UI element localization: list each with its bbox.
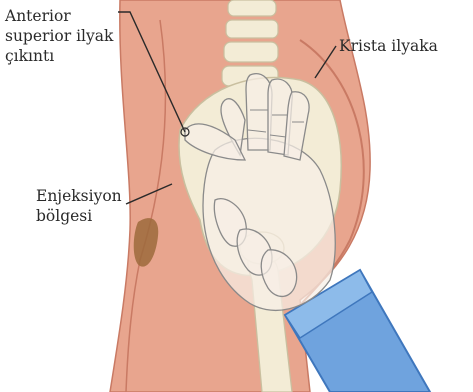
label-iliac-crest: Krista ilyaka [339, 36, 438, 56]
label-injection-site: Enjeksiyon bölgesi [36, 186, 122, 226]
label-anterior-superior-iliac-spine: Anterior superior ilyak çıkıntı [5, 6, 113, 66]
spine [222, 0, 278, 86]
